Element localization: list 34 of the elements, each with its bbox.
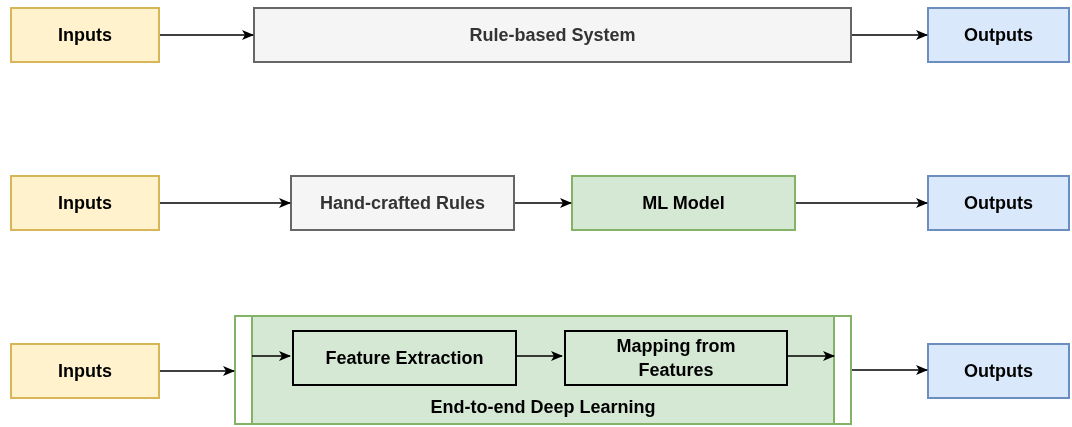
arrow bbox=[851, 30, 928, 40]
output-box bbox=[927, 343, 1070, 399]
arrow bbox=[159, 366, 235, 376]
process-box bbox=[290, 175, 515, 231]
arrow bbox=[785, 351, 835, 361]
arrow bbox=[795, 198, 928, 208]
process-container bbox=[234, 315, 852, 425]
process-box bbox=[292, 330, 517, 386]
box-label: Hand-crafted Rules bbox=[318, 192, 486, 215]
box-label: Outputs bbox=[963, 360, 1034, 383]
arrow bbox=[514, 198, 572, 208]
arrow bbox=[159, 30, 254, 40]
output-box bbox=[927, 7, 1070, 63]
input-box bbox=[10, 175, 160, 231]
box-label: ML Model bbox=[641, 192, 726, 215]
process-box bbox=[253, 7, 852, 63]
box-label: Inputs bbox=[57, 24, 113, 47]
box-label: Inputs bbox=[57, 192, 113, 215]
box-label: End-to-end Deep Learning bbox=[429, 396, 657, 419]
box-label: Inputs bbox=[57, 360, 113, 383]
box-label: Outputs bbox=[963, 24, 1034, 47]
arrow bbox=[251, 351, 291, 361]
input-box bbox=[10, 7, 160, 63]
output-box bbox=[927, 175, 1070, 231]
box-label: Feature Extraction bbox=[324, 347, 485, 370]
input-box bbox=[10, 343, 160, 399]
box-label: Outputs bbox=[963, 192, 1034, 215]
box-label: Mapping from Features bbox=[615, 335, 737, 382]
model-box bbox=[571, 175, 796, 231]
box-label: Rule-based System bbox=[468, 24, 637, 47]
arrow bbox=[159, 198, 291, 208]
arrow bbox=[514, 351, 563, 361]
arrow bbox=[851, 365, 928, 375]
process-box bbox=[564, 330, 788, 386]
